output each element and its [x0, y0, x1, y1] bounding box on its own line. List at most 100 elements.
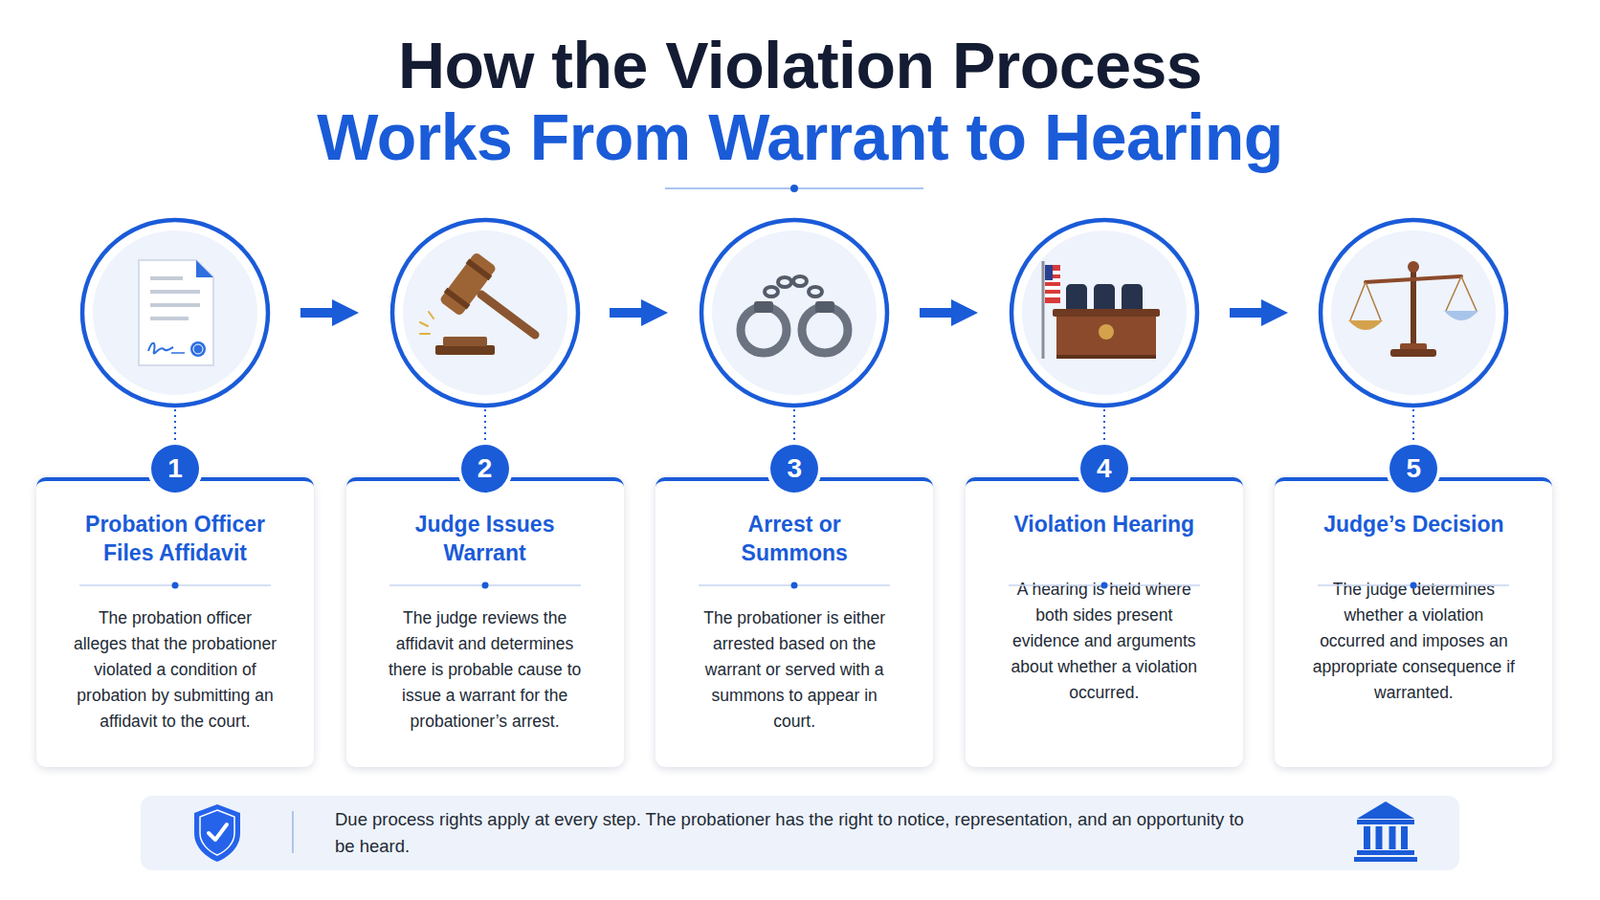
document-icon: [138, 260, 214, 366]
card-dividers-part: [698, 584, 890, 587]
flow-arrows-part: [951, 299, 978, 327]
institution-icon-part: [1389, 826, 1397, 850]
scales-icon-part: [1348, 320, 1383, 331]
courtroom-icon-part: [1042, 261, 1045, 359]
document-icon-part: [193, 344, 203, 355]
gavel-icon-part-part: [444, 288, 471, 311]
courtroom-icon: [1043, 261, 1160, 359]
icon-rings-part: [1331, 230, 1496, 396]
handcuffs-icon-part: [777, 277, 792, 288]
card-dividers-part: [1101, 582, 1109, 590]
handcuffs-icon-part: [740, 307, 787, 354]
flow-arrows-part: [1229, 308, 1264, 318]
gavel-icon-part: [481, 294, 535, 335]
step-heading: Judge’s Decision: [1315, 510, 1512, 539]
scales-icon-part: [1365, 276, 1462, 283]
card-dividers-part: [1317, 584, 1510, 587]
step-description: The probation officer alleges that the p…: [71, 605, 279, 735]
document-icon-part: [150, 289, 200, 294]
card-dividers-part: [1410, 582, 1418, 590]
step-card: Judge’s DecisionThe judge determines whe…: [1274, 477, 1553, 768]
document-icon-part: [171, 352, 185, 355]
handcuffs-icon-part: [764, 287, 778, 297]
title-divider-part: [790, 184, 799, 193]
dotted-leaders-part: [1103, 409, 1106, 445]
card-dividers-part: [172, 582, 179, 590]
institution-icon: [1354, 801, 1418, 863]
flow-arrows-part: [300, 308, 334, 318]
dotted-leaders-part: [1412, 409, 1415, 445]
handcuffs-icon-part: [793, 276, 807, 287]
shield-icon-part: [208, 824, 227, 841]
icon-rings-part: [1011, 220, 1198, 406]
scales-icon-part: [1444, 311, 1479, 321]
card-dividers-part: [389, 584, 581, 587]
step-number: 1: [151, 444, 200, 493]
icon-rings-part: [1320, 220, 1507, 406]
flow-arrows-part: [1261, 299, 1289, 327]
step-card: Judge Issues WarrantThe judge reviews th…: [346, 477, 624, 768]
scales-icon-part: [1407, 261, 1420, 273]
handcuffs-icon-part: [815, 301, 835, 313]
handcuffs-icon: [740, 276, 848, 354]
step-number-text: 1: [167, 453, 183, 485]
step-description: The probationer is either arrested based…: [690, 605, 898, 735]
step-number-text: 4: [1096, 453, 1112, 485]
flow-arrows-part: [609, 308, 644, 318]
document-icon-part: [150, 303, 200, 308]
step-number-text: 5: [1406, 453, 1423, 485]
step-heading: Arrest or Summons: [696, 510, 893, 568]
flow-arrows-part: [641, 299, 668, 327]
gavel-icon: [420, 250, 535, 356]
institution-icon-part: [1356, 820, 1415, 825]
courtroom-icon-part: [1044, 265, 1053, 281]
icon-rings-part: [711, 230, 877, 396]
title-line: How the Violation Process: [0, 29, 1600, 102]
card-dividers-part: [1008, 584, 1200, 587]
gavel-icon-part: [435, 345, 495, 356]
flow-arrows-part: [919, 308, 954, 318]
dotted-leaders-part: [793, 409, 796, 445]
courtroom-icon-part: [1056, 355, 1156, 359]
institution-icon-part: [1363, 826, 1371, 850]
dotted-leaders-part: [174, 409, 177, 445]
icon-rings: [82, 220, 1507, 406]
step-description: A hearing is held where both sides prese…: [1000, 577, 1208, 707]
shield-icon: [194, 804, 241, 863]
handcuffs-icon-part: [754, 301, 774, 313]
handcuffs-icon-part: [801, 307, 848, 354]
card-dividers: [79, 582, 1510, 590]
step-card: Violation HearingA hearing is held where…: [965, 477, 1244, 768]
shield-icon-part: [194, 804, 241, 863]
dotted-leaders: [175, 409, 1414, 445]
courtroom-icon-part: [1056, 312, 1156, 357]
shield-icon-part: [200, 810, 235, 856]
step-description: The judge determines whether a violation…: [1310, 577, 1517, 707]
document-icon-part: [190, 341, 206, 357]
gavel-icon-part-part: [466, 258, 493, 281]
card-dividers-part: [791, 582, 799, 590]
courtroom-icon-part: [1044, 286, 1061, 290]
institution-icon-part: [1376, 826, 1383, 850]
step-number-text: 2: [477, 453, 493, 485]
dotted-leaders-part: [484, 409, 487, 445]
step-number: 3: [770, 444, 819, 493]
card-dividers-part: [482, 582, 489, 590]
step-card: Probation Officer Files AffidavitThe pro…: [36, 477, 314, 768]
document-icon-part: [138, 260, 214, 366]
step-card: Arrest or SummonsThe probationer is eith…: [655, 477, 934, 768]
icon-rings-part: [402, 230, 568, 396]
step-number: 2: [461, 444, 510, 493]
scales-icon-part: [1410, 270, 1417, 348]
document-icon-part: [150, 276, 183, 281]
document-icon-part: [196, 260, 214, 278]
title-line: Works From Warrant to Hearing: [0, 101, 1600, 174]
courtroom-icon-part: [1044, 293, 1061, 298]
institution-icon-part: [1356, 801, 1415, 820]
document-icon-part: [148, 343, 174, 355]
scales-icon: [1348, 261, 1479, 357]
document-icon-part: [150, 316, 189, 321]
title-divider: [665, 184, 924, 193]
band-separator: [291, 811, 294, 854]
step-number-text: 3: [786, 453, 802, 485]
